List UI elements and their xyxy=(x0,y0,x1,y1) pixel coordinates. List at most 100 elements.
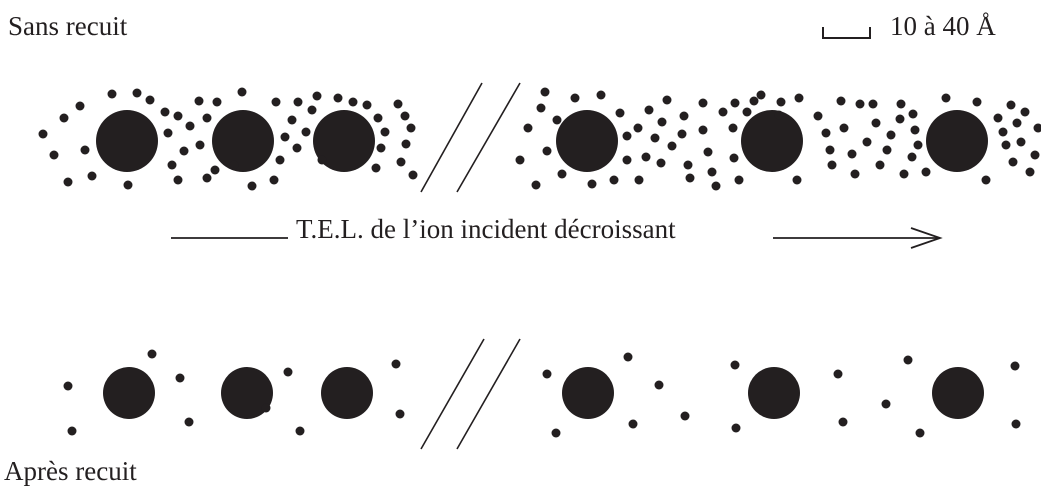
small-defect-103 xyxy=(848,150,857,159)
small-defect-6 xyxy=(81,146,90,155)
small-defect-57 xyxy=(543,147,552,156)
small-defect-106 xyxy=(863,138,872,147)
residual-defect-14 xyxy=(629,420,638,429)
break-line-bottom-2 xyxy=(457,339,520,449)
small-defect-48 xyxy=(407,124,416,133)
residual-defect-21 xyxy=(882,400,891,409)
small-defect-102 xyxy=(840,124,849,133)
annealed-defect-cluster-4 xyxy=(562,367,614,419)
small-defect-100 xyxy=(828,161,837,170)
break-line-top-1 xyxy=(421,83,482,192)
small-defect-7 xyxy=(88,172,97,181)
small-defect-39 xyxy=(334,94,343,103)
small-defect-129 xyxy=(1017,138,1026,147)
small-defect-108 xyxy=(872,119,881,128)
small-defect-94 xyxy=(777,98,786,107)
break-line-bottom-1 xyxy=(421,339,484,449)
residual-defect-18 xyxy=(732,424,741,433)
small-defect-80 xyxy=(699,99,708,108)
residual-defect-19 xyxy=(834,370,843,379)
large-defect-cluster-4 xyxy=(556,110,618,172)
small-defect-4 xyxy=(60,114,69,123)
small-defect-67 xyxy=(635,176,644,185)
small-defect-125 xyxy=(1002,141,1011,150)
small-defect-52 xyxy=(516,156,525,165)
small-defect-124 xyxy=(999,128,1008,137)
track-before-anneal xyxy=(39,88,1041,191)
residual-defect-5 xyxy=(185,418,194,427)
small-defect-10 xyxy=(133,89,142,98)
residual-defect-9 xyxy=(392,360,401,369)
small-defect-107 xyxy=(869,100,878,109)
annealed-defect-cluster-3 xyxy=(321,367,373,419)
small-defect-64 xyxy=(623,132,632,141)
small-defect-72 xyxy=(658,118,667,127)
small-defect-128 xyxy=(1013,119,1022,128)
small-defect-73 xyxy=(657,159,666,168)
small-defect-92 xyxy=(757,91,766,100)
tel-arrow-label: T.E.L. de l’ion incident décroissant xyxy=(296,216,676,243)
small-defect-62 xyxy=(597,91,606,100)
small-defect-115 xyxy=(909,110,918,119)
small-defect-104 xyxy=(851,170,860,179)
small-defect-95 xyxy=(795,94,804,103)
small-defect-45 xyxy=(372,164,381,173)
small-defect-118 xyxy=(914,141,923,150)
small-defect-101 xyxy=(837,97,846,106)
small-defect-8 xyxy=(108,90,117,99)
small-defect-112 xyxy=(897,100,906,109)
small-defect-131 xyxy=(1026,168,1035,177)
small-defect-75 xyxy=(668,142,677,151)
small-defect-13 xyxy=(164,129,173,138)
small-defect-50 xyxy=(397,158,406,167)
small-defect-127 xyxy=(1009,158,1018,167)
scale-bar-label: 10 à 40 Å xyxy=(890,13,996,40)
small-defect-22 xyxy=(196,141,205,150)
small-defect-98 xyxy=(822,129,831,138)
residual-defect-1 xyxy=(64,382,73,391)
small-defect-70 xyxy=(642,153,651,162)
label-after-anneal: Après recuit xyxy=(4,458,137,485)
small-defect-96 xyxy=(793,176,802,185)
small-defect-43 xyxy=(381,128,390,137)
residual-defect-13 xyxy=(624,353,633,362)
residual-defect-7 xyxy=(284,368,293,377)
residual-defect-17 xyxy=(731,361,740,370)
small-defect-61 xyxy=(588,180,597,189)
residual-defect-2 xyxy=(68,427,77,436)
small-defect-49 xyxy=(402,140,411,149)
small-defect-1 xyxy=(39,130,48,139)
residual-defect-24 xyxy=(1011,362,1020,371)
small-defect-36 xyxy=(308,106,317,115)
small-defect-77 xyxy=(678,130,687,139)
small-defect-58 xyxy=(553,116,562,125)
residual-defect-20 xyxy=(839,418,848,427)
small-defect-38 xyxy=(318,156,327,165)
small-defect-93 xyxy=(775,111,784,120)
small-defect-89 xyxy=(735,176,744,185)
small-defect-51 xyxy=(409,171,418,180)
axis-breaks xyxy=(421,83,520,449)
small-defect-56 xyxy=(541,88,550,97)
small-defect-68 xyxy=(645,106,654,115)
small-defect-130 xyxy=(1021,108,1030,117)
small-defect-122 xyxy=(973,98,982,107)
small-defect-113 xyxy=(896,115,905,124)
small-defect-2 xyxy=(50,151,59,160)
small-defect-42 xyxy=(374,114,383,123)
residual-defect-23 xyxy=(916,429,925,438)
large-defect-cluster-5 xyxy=(741,110,803,172)
small-defect-120 xyxy=(942,94,951,103)
annealed-defect-cluster-1 xyxy=(103,367,155,419)
residual-defect-10 xyxy=(396,410,405,419)
small-defect-74 xyxy=(663,96,672,105)
small-defect-86 xyxy=(731,99,740,108)
small-defect-5 xyxy=(76,102,85,111)
small-defect-71 xyxy=(651,134,660,143)
small-defect-40 xyxy=(349,98,358,107)
small-defect-17 xyxy=(180,147,189,156)
residual-defect-11 xyxy=(543,370,552,379)
small-defect-47 xyxy=(401,112,410,121)
small-defect-31 xyxy=(281,133,290,142)
small-defect-37 xyxy=(313,92,322,101)
